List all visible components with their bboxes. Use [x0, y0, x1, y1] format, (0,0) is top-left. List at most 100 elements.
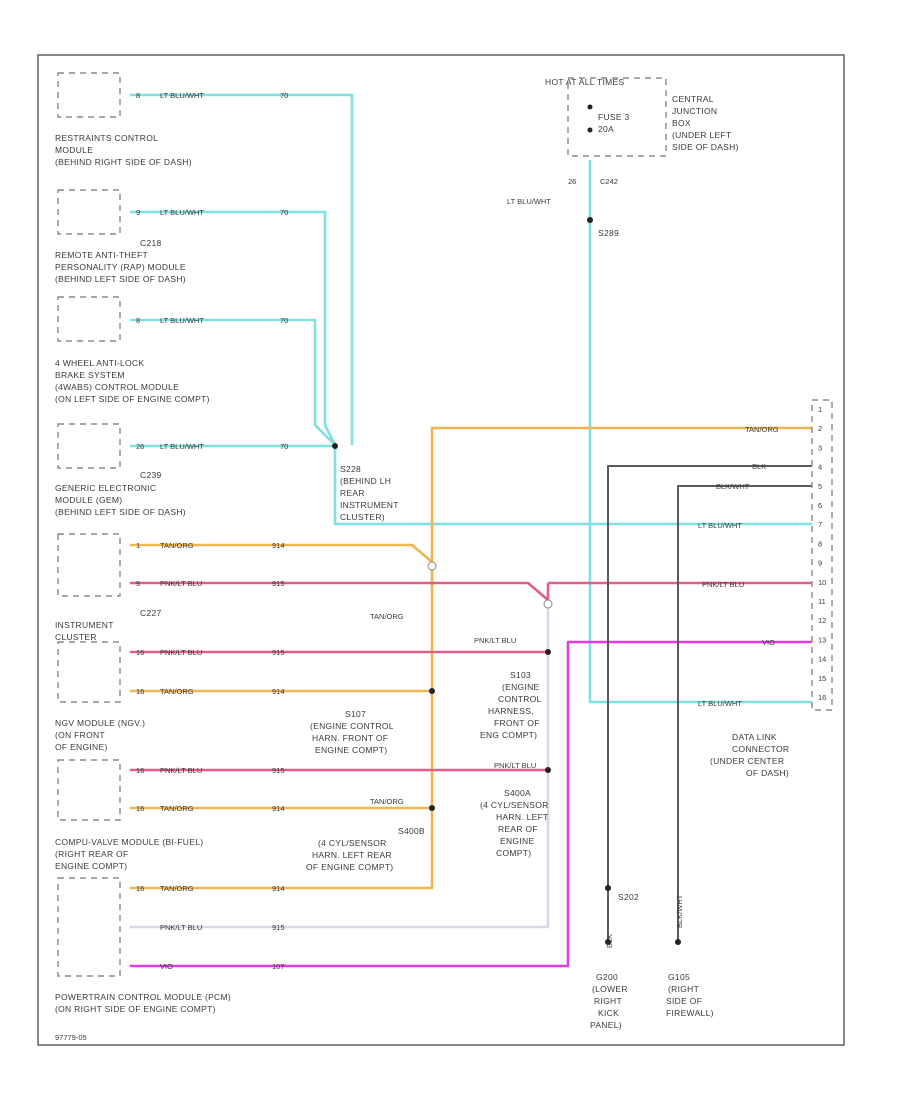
circuit-70: 70 [280, 91, 288, 100]
wire-label-tan-org: TAN/ORG [160, 884, 194, 893]
dlc-pin-2: 2 [818, 424, 822, 433]
wire-label-tan-org: TAN/ORG [160, 687, 194, 696]
wires [130, 93, 812, 968]
wire-label-blk-wht: BLK/WHT [716, 482, 750, 491]
dlc-pin-10: 10 [818, 578, 826, 587]
crossover-icon [543, 599, 553, 609]
circuit-915: 915 [272, 766, 285, 775]
wire-ic-tan-org [130, 543, 433, 563]
wire-label-lt-blu-wht: LT BLU/WHT [698, 699, 742, 708]
s400b-dot [429, 805, 435, 811]
dlc-pin-4: 4 [818, 463, 822, 472]
cmp-box [57, 759, 121, 821]
connector-c242: C242 [600, 177, 618, 186]
wire-label-pnk-lt-blu: PNK/LT BLU [474, 636, 516, 645]
g200-dot [605, 939, 611, 945]
dlc-pin-1: 1 [818, 405, 822, 414]
circuit-915: 915 [272, 579, 285, 588]
s289-dot [587, 217, 593, 223]
wire-label-lt-blu-wht: LT BLU/WHT [507, 197, 551, 206]
dlc-pin-6: 6 [818, 501, 822, 510]
fuse-dot-top [587, 104, 593, 110]
wire-tan-org-down [130, 562, 434, 890]
pin-gem: 26 [136, 442, 144, 451]
wire-ic-pnk-lt-blu [130, 581, 550, 602]
wire-label-pnk-lt-blu: PNK/LT BLU [160, 579, 202, 588]
wire-label-tan-org: TAN/ORG [370, 612, 404, 621]
wire-label-lt-blu-wht: LT BLU/WHT [160, 208, 204, 217]
wire-blk [607, 465, 812, 942]
gem-box [57, 423, 121, 469]
wire-s228-to-dlc [333, 446, 812, 526]
dlc-pin-13: 13 [818, 635, 826, 644]
cjb-box [567, 77, 667, 157]
wire-label-pnk-lt-blu: PNK/LT BLU [494, 761, 536, 770]
wire-label-pnk-lt-blu: PNK/LT BLU [702, 580, 744, 589]
wire-rkm-lt-blu-wht [130, 210, 337, 446]
wire-label-tan-org: TAN/ORG [160, 804, 194, 813]
dlc-pin-8: 8 [818, 539, 822, 548]
wire-abs-lt-blu-wht [130, 318, 336, 446]
s107-dot [429, 688, 435, 694]
dlc-pin-11: 11 [818, 597, 826, 606]
circuit-107: 107 [272, 962, 285, 971]
pin-ngv-1: 16 [136, 648, 144, 657]
crossover-icon [427, 561, 437, 571]
wire-rcm-lt-blu-wht [130, 93, 354, 445]
wire-label-blk-vertical: BLK [605, 934, 614, 948]
pin-ic-2: 9 [136, 579, 140, 588]
circuit-914: 914 [272, 884, 285, 893]
wire-fuse-to-dlc [588, 160, 812, 704]
circuit-70: 70 [280, 316, 288, 325]
pin-cmp-1: 16 [136, 766, 144, 775]
pin-pcm-1: 16 [136, 884, 144, 893]
circuit-915: 915 [272, 648, 285, 657]
s289-label: S289 [598, 228, 619, 238]
wire-pnk-bus [130, 600, 550, 929]
s400a-dot [545, 767, 551, 773]
wire-label-vio: VIO [762, 638, 775, 647]
wire-label-lt-blu-wht: LT BLU/WHT [160, 442, 204, 451]
wire-label-lt-blu-wht: LT BLU/WHT [160, 316, 204, 325]
ngv-box [57, 641, 121, 703]
g105-dot [675, 939, 681, 945]
circuit-914: 914 [272, 804, 285, 813]
fuse-dot-bot [587, 127, 593, 133]
dlc-pin-12: 12 [818, 616, 826, 625]
wire-label-pnk-lt-blu: PNK/LT BLU [160, 648, 202, 657]
rkm-box [57, 189, 121, 235]
pin-rcm: 8 [136, 91, 140, 100]
wire-label-lt-blu-wht: LT BLU/WHT [160, 91, 204, 100]
wire-labels: 8 9 8 26 1 9 16 16 16 16 16 LT BLU/WHT L… [136, 91, 779, 971]
pin-ic-1: 1 [136, 541, 140, 550]
wire-vio [130, 640, 812, 968]
wire-label-pnk-lt-blu: PNK/LT BLU [160, 766, 202, 775]
wire-label-blk: BLK [752, 462, 766, 471]
ic-box [57, 533, 121, 597]
splice-dots [332, 104, 681, 945]
wire-label-tan-org: TAN/ORG [160, 541, 194, 550]
wire-label-lt-blu-wht: LT BLU/WHT [698, 521, 742, 530]
component-boxes [57, 72, 833, 977]
dlc-pin-7: 7 [818, 520, 822, 529]
s202-dot [605, 885, 611, 891]
dlc-pin-14: 14 [818, 655, 826, 664]
dlc-pin-3: 3 [818, 443, 822, 452]
pcm-box [57, 877, 121, 977]
